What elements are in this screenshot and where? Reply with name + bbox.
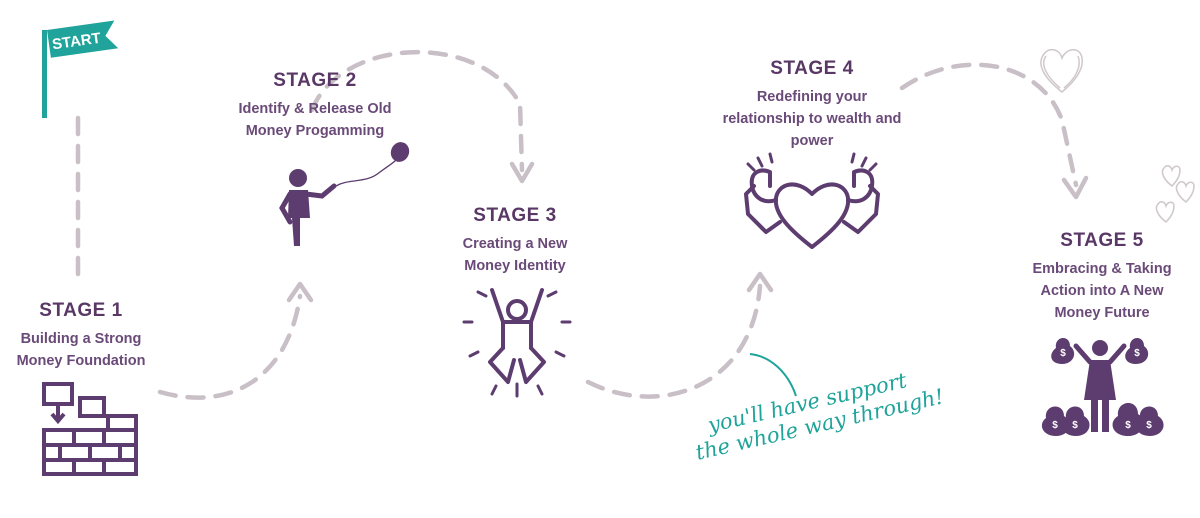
svg-text:$: $ [1060, 348, 1066, 359]
jumping-person-icon [462, 288, 572, 398]
svg-text:$: $ [1125, 420, 1131, 431]
money-person-icon: $ $ $ $ $ $ [1041, 337, 1164, 436]
stage-2-heading: STAGE 2 [273, 70, 357, 91]
stage-3-label: STAGE 3 Creating a New Money Identity [440, 205, 590, 277]
journey-path [75, 50, 1079, 400]
stage-1-label: STAGE 1 Building a Strong Money Foundati… [6, 300, 156, 372]
stage-5-heading: STAGE 5 [1060, 230, 1144, 251]
svg-text:$: $ [1134, 348, 1140, 359]
balloon-person-icon [279, 142, 410, 246]
strong-heart-icon [744, 152, 880, 249]
stage-5-description: Embracing & Taking Action into A New Mon… [1032, 261, 1172, 321]
blocks-icon [42, 382, 138, 476]
flag-icon [42, 20, 119, 118]
stage-3-description: Creating a New Money Identity [462, 236, 568, 274]
stage-4-heading: STAGE 4 [770, 58, 854, 79]
note-pointer [749, 353, 797, 397]
stage-2-description: Identify & Release Old Money Progamming [238, 101, 392, 139]
svg-text:$: $ [1052, 420, 1058, 431]
path-arrowheads [286, 161, 1089, 303]
stage-1-heading: STAGE 1 [39, 300, 123, 321]
heart-outline-icon [1040, 48, 1195, 223]
stage-4-label: STAGE 4 Redefining your relationship to … [722, 58, 902, 152]
svg-text:$: $ [1146, 420, 1152, 431]
stage-1-description: Building a Strong Money Foundation [16, 331, 146, 369]
svg-text:$: $ [1072, 420, 1078, 431]
stage-3-heading: STAGE 3 [473, 205, 557, 226]
stage-4-description: Redefining your relationship to wealth a… [722, 89, 902, 149]
stage-5-label: STAGE 5 Embracing & Taking Action into A… [1022, 230, 1182, 324]
stage-2-label: STAGE 2 Identify & Release Old Money Pro… [230, 70, 400, 142]
